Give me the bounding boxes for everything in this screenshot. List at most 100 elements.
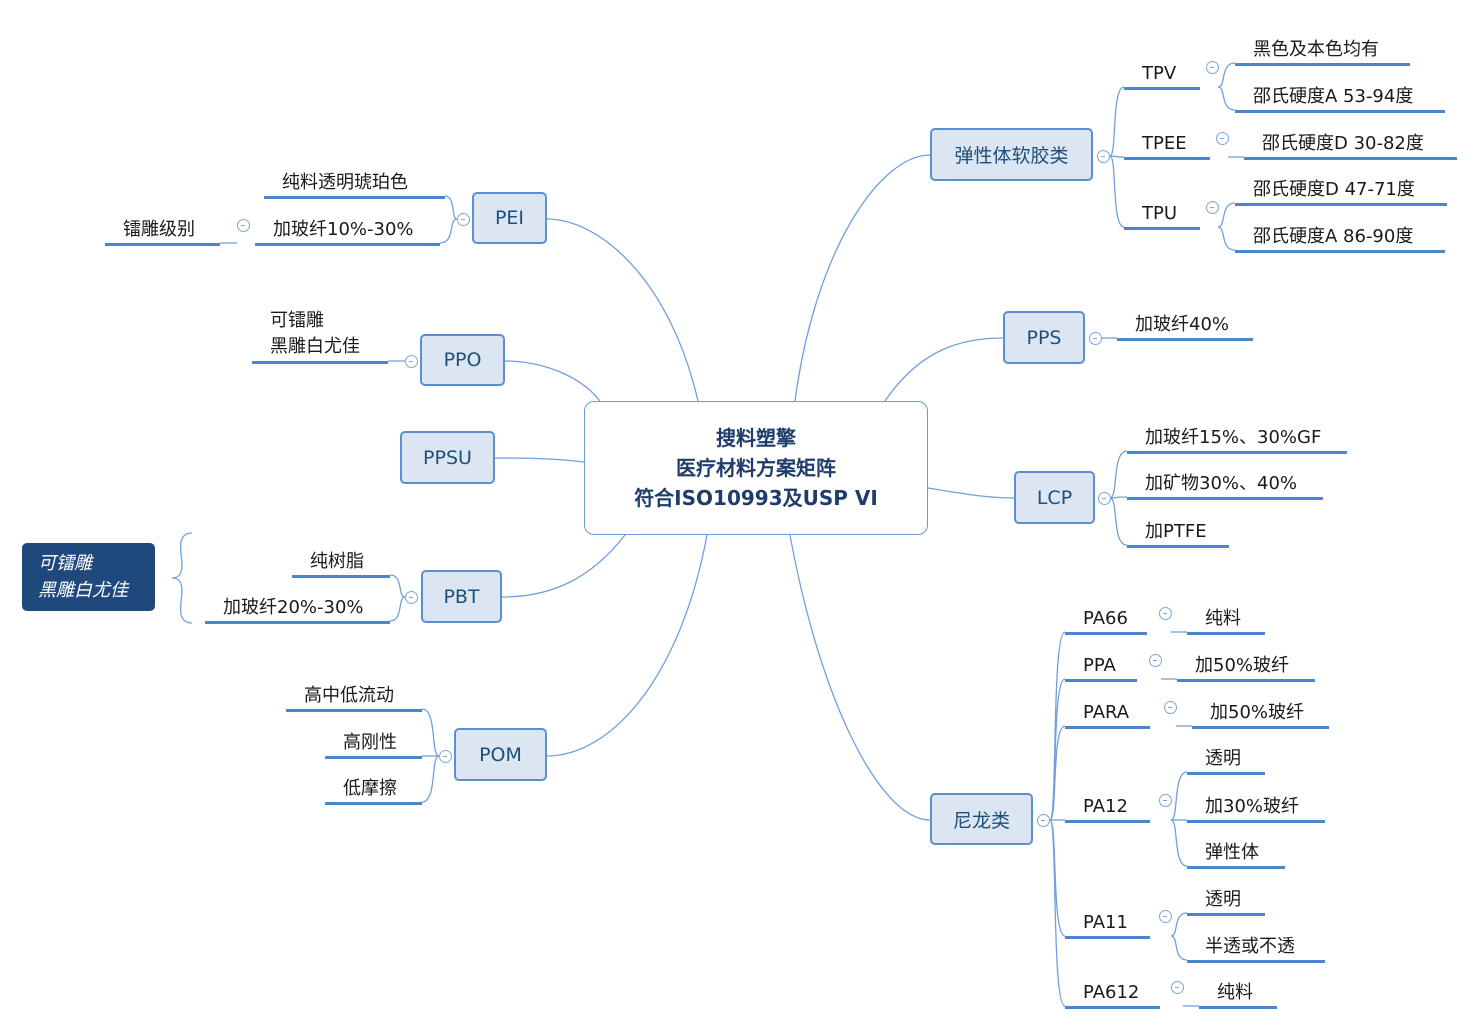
branch-connector <box>1217 62 1236 88</box>
collapse-toggle-icon[interactable] <box>1097 150 1110 163</box>
collapse-toggle-icon[interactable] <box>1159 607 1172 620</box>
ppo-item[interactable]: 可镭雕 黑雕白尤佳 <box>252 308 388 364</box>
pbt-item[interactable]: 加玻纤20%-30% <box>205 596 390 624</box>
lcp-item[interactable]: 加玻纤15%、30%GF <box>1127 426 1347 454</box>
topic-lcp[interactable]: LCP <box>1014 471 1095 524</box>
pa12-item[interactable]: 透明 <box>1187 747 1265 775</box>
tpu-item[interactable]: 邵氏硬度D 47-71度 <box>1235 178 1447 206</box>
subtopic-pa11[interactable]: PA11 <box>1065 911 1150 939</box>
branch-connector <box>444 195 458 220</box>
branch-connector <box>1170 935 1188 961</box>
pa66-item[interactable]: 纯料 <box>1187 607 1265 635</box>
pps-item[interactable]: 加玻纤40% <box>1117 313 1253 341</box>
topic-elastomer[interactable]: 弹性体软胶类 <box>930 128 1093 181</box>
pbt-item[interactable]: 纯树脂 <box>292 550 390 578</box>
branch-connector <box>1109 450 1128 499</box>
collapse-toggle-icon[interactable] <box>457 213 470 226</box>
subtopic-tpu[interactable]: TPU <box>1124 202 1200 230</box>
topic-pbt[interactable]: PBT <box>421 570 502 623</box>
branch-connector <box>1217 226 1236 251</box>
central-title-line-1: 搜料塑擎 <box>716 426 796 450</box>
tpv-item[interactable]: 邵氏硬度A 53-94度 <box>1235 85 1445 113</box>
collapse-toggle-icon[interactable] <box>1037 814 1050 827</box>
brace <box>171 532 193 624</box>
collapse-toggle-icon[interactable] <box>439 750 452 763</box>
subtopic-tpv[interactable]: TPV <box>1124 62 1200 90</box>
branch-connector <box>389 574 406 598</box>
pa11-item[interactable]: 透明 <box>1187 888 1265 916</box>
pei-subitem[interactable]: 镭雕级别 <box>105 218 220 246</box>
branch-connector <box>1217 202 1236 228</box>
topic-nylon[interactable]: 尼龙类 <box>930 793 1033 845</box>
branch-connector <box>421 708 440 757</box>
collapse-toggle-icon[interactable] <box>1164 701 1177 714</box>
tpv-item[interactable]: 黑色及本色均有 <box>1235 38 1410 66</box>
central-title-line-2: 医疗材料方案矩阵 <box>676 456 836 480</box>
branch-connector <box>546 534 708 757</box>
subtopic-para[interactable]: PARA <box>1065 701 1150 729</box>
para-item[interactable]: 加50%玻纤 <box>1192 701 1329 729</box>
subtopic-ppa[interactable]: PPA <box>1065 654 1137 682</box>
pom-item[interactable]: 高刚性 <box>325 731 422 759</box>
pa11-item[interactable]: 半透或不透 <box>1187 935 1325 963</box>
tpee-item[interactable]: 邵氏硬度D 30-82度 <box>1244 132 1457 160</box>
lcp-item[interactable]: 加PTFE <box>1127 520 1229 548</box>
branch-connector <box>421 755 440 803</box>
topic-pps[interactable]: PPS <box>1003 311 1085 364</box>
central-title-line-3: 符合ISO10993及USP VI <box>634 486 878 510</box>
collapse-toggle-icon[interactable] <box>1089 332 1102 345</box>
branch-connector <box>794 154 931 402</box>
collapse-toggle-icon[interactable] <box>1149 654 1162 667</box>
topic-pei[interactable]: PEI <box>472 192 547 244</box>
branch-connector <box>1109 155 1125 158</box>
collapse-toggle-icon[interactable] <box>1171 981 1184 994</box>
branch-connector <box>1217 86 1236 111</box>
pa612-item[interactable]: 纯料 <box>1199 981 1277 1009</box>
lcp-item[interactable]: 加矿物30%、40% <box>1127 472 1323 500</box>
collapse-toggle-icon[interactable] <box>1216 132 1229 145</box>
branch-connector <box>1049 631 1066 821</box>
branch-connector <box>1109 86 1125 157</box>
pom-item[interactable]: 高中低流动 <box>286 684 422 712</box>
pom-item[interactable]: 低摩擦 <box>325 777 422 805</box>
topic-ppo[interactable]: PPO <box>420 334 505 386</box>
pei-item[interactable]: 加玻纤10%-30% <box>255 218 440 246</box>
ppo-item-line-1: 可镭雕 <box>270 310 324 331</box>
branch-connector <box>1170 771 1188 821</box>
branch-connector <box>1049 725 1066 821</box>
pbt-note-callout[interactable]: 可镭雕 黑雕白尤佳 <box>22 543 155 611</box>
collapse-toggle-icon[interactable] <box>1098 492 1111 505</box>
collapse-toggle-icon[interactable] <box>1206 61 1219 74</box>
branch-connector <box>439 218 458 244</box>
note-line-2: 黑雕白尤佳 <box>38 580 128 601</box>
ppo-item-line-2: 黑雕白尤佳 <box>270 336 360 357</box>
tpu-item[interactable]: 邵氏硬度A 86-90度 <box>1235 225 1445 253</box>
collapse-toggle-icon[interactable] <box>237 219 250 232</box>
collapse-toggle-icon[interactable] <box>405 355 418 368</box>
ppa-item[interactable]: 加50%玻纤 <box>1177 654 1315 682</box>
subtopic-pa612[interactable]: PA612 <box>1065 981 1160 1009</box>
topic-pom[interactable]: POM <box>454 728 547 781</box>
collapse-toggle-icon[interactable] <box>1159 794 1172 807</box>
branch-connector <box>1170 912 1188 937</box>
branch-connector <box>884 337 1004 402</box>
branch-connector <box>494 457 585 463</box>
central-topic[interactable]: 搜料塑擎 医疗材料方案矩阵 符合ISO10993及USP VI <box>584 401 928 535</box>
pei-item[interactable]: 纯料透明琥珀色 <box>264 171 445 199</box>
subtopic-pa66[interactable]: PA66 <box>1065 607 1147 635</box>
collapse-toggle-icon[interactable] <box>1206 201 1219 214</box>
pa12-item[interactable]: 加30%玻纤 <box>1187 795 1325 823</box>
collapse-toggle-icon[interactable] <box>1159 910 1172 923</box>
branch-connector <box>389 596 406 622</box>
branch-connector <box>546 218 699 402</box>
branch-connector <box>504 360 601 402</box>
collapse-toggle-icon[interactable] <box>405 591 418 604</box>
pa12-item[interactable]: 弹性体 <box>1187 841 1285 869</box>
topic-ppsu[interactable]: PPSU <box>400 431 495 484</box>
branch-connector <box>1109 155 1125 228</box>
subtopic-pa12[interactable]: PA12 <box>1065 795 1150 823</box>
subtopic-tpee[interactable]: TPEE <box>1124 132 1210 160</box>
branch-connector <box>1170 819 1188 867</box>
